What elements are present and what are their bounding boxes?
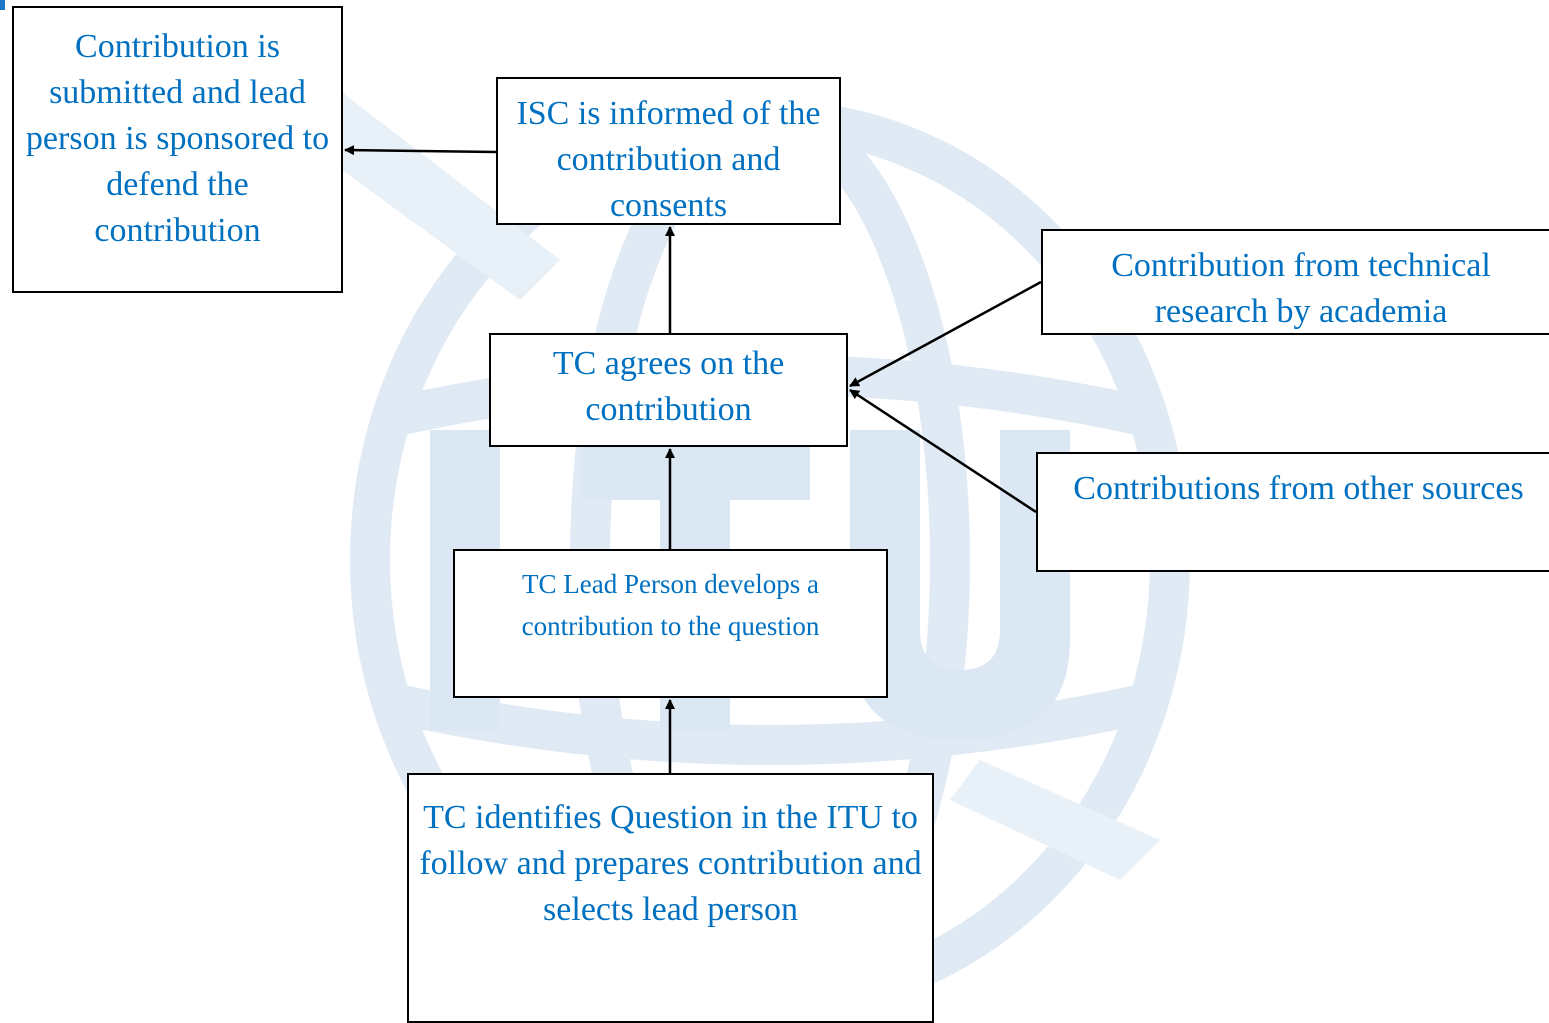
node-other-sources: Contributions from other sources xyxy=(1036,452,1549,572)
node-academia-contribution: Contribution from technical research by … xyxy=(1041,229,1549,335)
node-isc-informed: ISC is informed of the contribution and … xyxy=(496,77,841,225)
node-academia-contribution-text: Contribution from technical research by … xyxy=(1111,247,1491,330)
corner-mark xyxy=(0,0,5,10)
arrow-academia-to-tc-agrees xyxy=(849,280,1042,388)
node-lead-person-develops: TC Lead Person develops a contribution t… xyxy=(453,549,888,698)
node-tc-agrees-text: TC agrees on the contribution xyxy=(552,345,785,428)
watermark-swoosh-lower xyxy=(950,760,1160,880)
node-isc-informed-text: ISC is informed of the contribution and … xyxy=(516,95,821,224)
arrow-other-to-tc-agrees xyxy=(849,388,1037,514)
arrow-isc-to-submitted xyxy=(344,145,497,156)
node-contribution-submitted: Contribution is submitted and lead perso… xyxy=(12,6,343,293)
node-tc-identifies-question: TC identifies Question in the ITU to fol… xyxy=(407,773,934,1023)
node-lead-person-develops-text: TC Lead Person develops a contribution t… xyxy=(521,569,820,641)
node-tc-identifies-question-text: TC identifies Question in the ITU to fol… xyxy=(419,799,922,928)
watermark-letter-u xyxy=(850,430,1070,740)
node-other-sources-text: Contributions from other sources xyxy=(1073,470,1524,507)
node-contribution-submitted-text: Contribution is submitted and lead perso… xyxy=(25,28,330,249)
node-tc-agrees: TC agrees on the contribution xyxy=(489,333,848,447)
